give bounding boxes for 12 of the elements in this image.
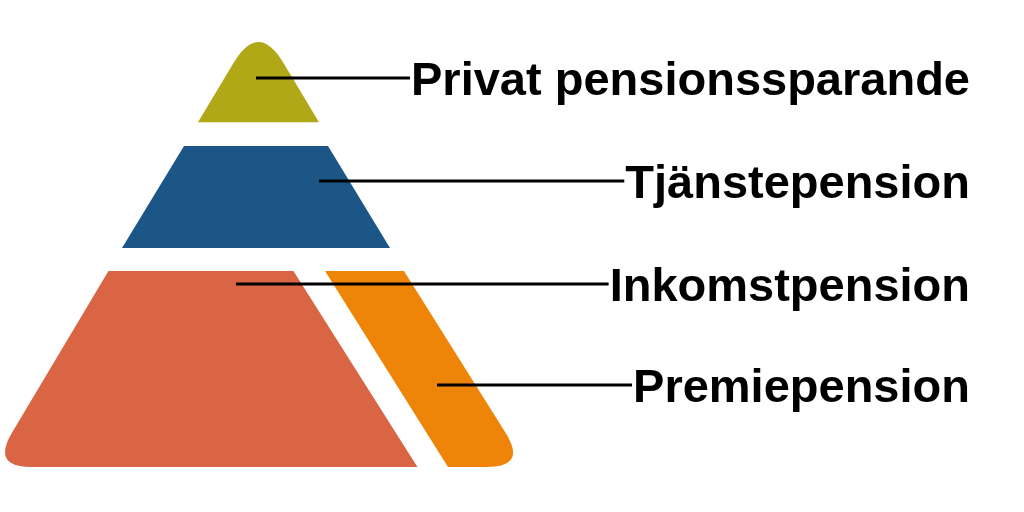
leader-line: [236, 282, 609, 286]
pyramid-side-band: [325, 271, 514, 467]
pyramid-base-tier: [4, 271, 417, 467]
leader-line: [319, 179, 625, 183]
tier-label: Premiepension: [633, 359, 970, 413]
tier-label: Inkomstpension: [609, 258, 970, 312]
leader-line: [256, 76, 410, 80]
pyramid-middle-tier: [122, 146, 390, 248]
tier-label: Tjänstepension: [625, 155, 970, 209]
tier-label: Privat pensionssparande: [411, 52, 970, 106]
pyramid-apex: [198, 41, 319, 122]
leader-line: [437, 383, 633, 387]
